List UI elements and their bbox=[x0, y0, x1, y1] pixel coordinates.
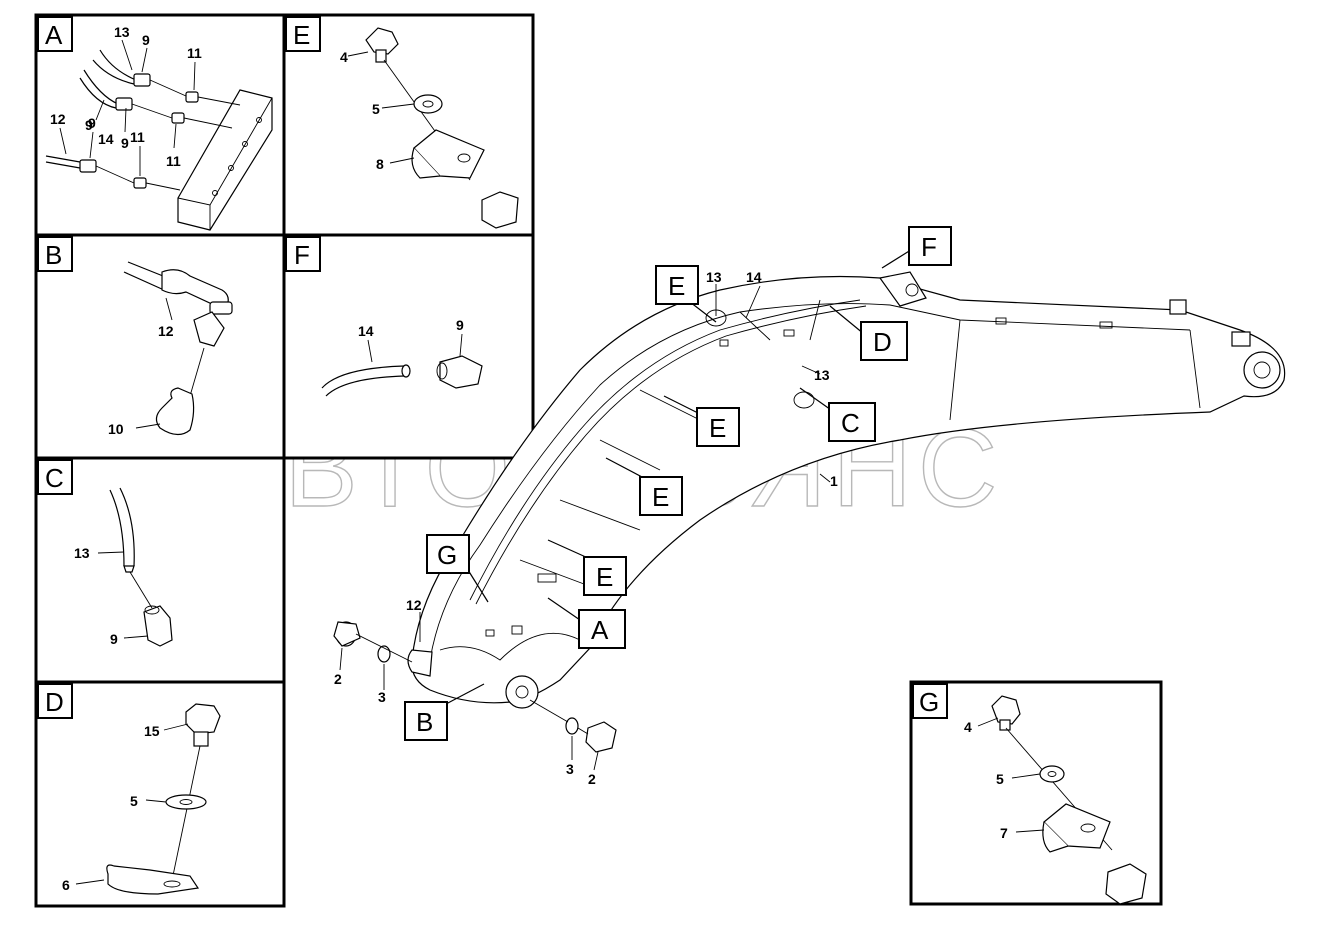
svg-text:F: F bbox=[294, 240, 310, 270]
svg-text:D: D bbox=[873, 327, 892, 357]
svg-text:11: 11 bbox=[187, 45, 202, 61]
panel-c-frame bbox=[34, 456, 286, 684]
svg-text:14: 14 bbox=[98, 131, 114, 147]
svg-text:A: A bbox=[591, 615, 609, 645]
svg-text:E: E bbox=[652, 482, 669, 512]
detail-tag-d: D bbox=[829, 305, 908, 361]
svg-text:E: E bbox=[596, 562, 613, 592]
svg-text:9: 9 bbox=[88, 115, 96, 131]
svg-text:A: A bbox=[45, 20, 63, 50]
svg-text:B: B bbox=[45, 240, 62, 270]
svg-text:9: 9 bbox=[85, 117, 93, 133]
svg-text:12: 12 bbox=[158, 323, 174, 339]
snap-ring-right bbox=[565, 717, 579, 735]
svg-text:13: 13 bbox=[74, 545, 90, 561]
svg-text:12: 12 bbox=[50, 111, 66, 127]
panel-c-tag: C bbox=[37, 459, 73, 495]
svg-text:2: 2 bbox=[588, 771, 596, 787]
svg-text:9: 9 bbox=[142, 32, 150, 48]
panel-b-drawing: 12 10 bbox=[108, 261, 233, 437]
svg-text:F: F bbox=[921, 232, 937, 262]
svg-text:10: 10 bbox=[108, 421, 124, 437]
detail-tag-b: B bbox=[404, 683, 485, 741]
svg-text:1: 1 bbox=[830, 473, 838, 489]
svg-text:9: 9 bbox=[121, 135, 129, 151]
panel-g-drawing: 4 5 7 bbox=[964, 695, 1147, 905]
panel-d-tag: D bbox=[37, 683, 73, 719]
svg-text:5: 5 bbox=[130, 793, 138, 809]
svg-text:11: 11 bbox=[166, 153, 181, 169]
svg-text:2: 2 bbox=[334, 671, 342, 687]
svg-text:13: 13 bbox=[114, 24, 130, 40]
svg-text:5: 5 bbox=[372, 101, 380, 117]
svg-text:11: 11 bbox=[130, 129, 145, 145]
panel-d-frame bbox=[34, 680, 286, 908]
panel-g-tag: G bbox=[912, 683, 948, 719]
svg-text:C: C bbox=[45, 463, 64, 493]
svg-text:15: 15 bbox=[144, 723, 160, 739]
detail-tag-g: G bbox=[426, 534, 489, 603]
svg-text:D: D bbox=[45, 687, 64, 717]
detail-tag-a: A bbox=[547, 597, 626, 649]
panel-f-tag: F bbox=[285, 236, 321, 272]
panel-e-drawing: 4 5 8 bbox=[340, 27, 519, 229]
detail-tag-f: F bbox=[881, 226, 952, 269]
pin-axis-line bbox=[355, 633, 589, 735]
svg-text:G: G bbox=[919, 687, 939, 717]
svg-text:3: 3 bbox=[378, 689, 386, 705]
panel-f-frame bbox=[282, 233, 535, 460]
svg-text:6: 6 bbox=[62, 877, 70, 893]
svg-text:E: E bbox=[293, 20, 310, 50]
svg-text:4: 4 bbox=[340, 49, 348, 65]
svg-text:4: 4 bbox=[964, 719, 972, 735]
main-callouts: 13 14 13 1 12 2 3 3 2 bbox=[334, 269, 838, 787]
svg-text:14: 14 bbox=[358, 323, 374, 339]
detail-tag-e-top: E bbox=[655, 265, 717, 323]
panel-a-drawing: 13 9 11 9 14 9 11 12 9 11 bbox=[45, 24, 273, 231]
svg-text:C: C bbox=[841, 408, 860, 438]
detail-tag-e-mid: E bbox=[605, 457, 683, 516]
svg-text:14: 14 bbox=[746, 269, 762, 285]
svg-text:G: G bbox=[437, 540, 457, 570]
svg-text:13: 13 bbox=[814, 367, 830, 383]
detail-tag-e-upper-mid: E bbox=[663, 395, 740, 447]
svg-text:13: 13 bbox=[706, 269, 722, 285]
detail-tag-c: C bbox=[799, 387, 876, 442]
panel-g-frame bbox=[909, 680, 1163, 906]
svg-text:B: B bbox=[416, 707, 433, 737]
svg-text:E: E bbox=[709, 413, 726, 443]
svg-text:9: 9 bbox=[110, 631, 118, 647]
svg-text:E: E bbox=[668, 271, 685, 301]
panel-e-tag: E bbox=[285, 16, 321, 52]
svg-text:7: 7 bbox=[1000, 825, 1008, 841]
panel-a-tag: A bbox=[37, 16, 73, 52]
pin-spacer-right bbox=[585, 721, 617, 753]
panel-b-tag: B bbox=[37, 236, 73, 272]
panel-d-drawing: 15 5 6 bbox=[62, 703, 221, 895]
boom-drawing bbox=[407, 271, 1286, 709]
svg-text:12: 12 bbox=[406, 597, 422, 613]
svg-text:9: 9 bbox=[456, 317, 464, 333]
panel-f-drawing: 14 9 bbox=[321, 317, 483, 397]
svg-text:5: 5 bbox=[996, 771, 1004, 787]
svg-text:3: 3 bbox=[566, 761, 574, 777]
detail-tag-e-lower: E bbox=[547, 539, 627, 596]
svg-text:8: 8 bbox=[376, 156, 384, 172]
panel-c-drawing: 13 9 bbox=[74, 487, 173, 647]
